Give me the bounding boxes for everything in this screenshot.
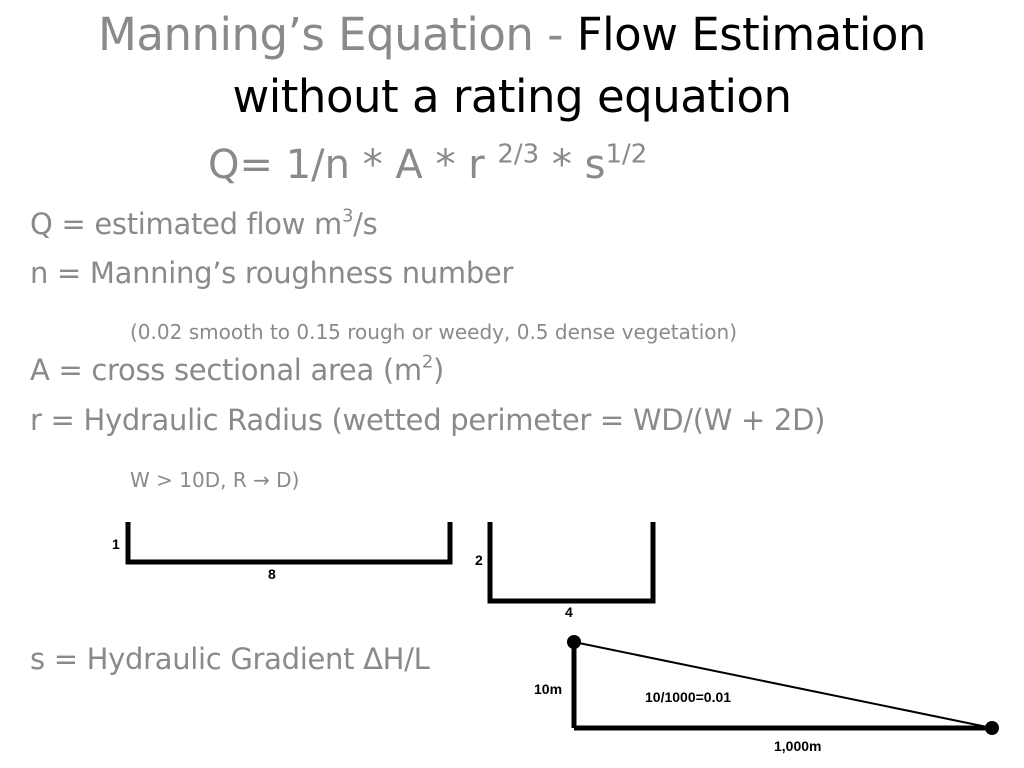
definition-q-text: Q = estimated flow m — [30, 207, 342, 241]
channel-wide-depth-label: 1 — [112, 536, 120, 552]
formula-main: Q= 1/n * A * r — [208, 142, 498, 188]
channel-wide-diagram: 1 8 — [112, 522, 453, 582]
gradient-triangle-diagram: 10m 10/1000=0.01 1,000m — [534, 635, 999, 754]
definition-a-sup: 2 — [421, 351, 433, 373]
formula-mid: * s — [539, 142, 606, 188]
gradient-end-point — [985, 721, 999, 735]
definition-a-close: ) — [432, 353, 444, 387]
gradient-slope-side — [573, 641, 993, 729]
formula-exponent-s: 1/2 — [605, 139, 648, 170]
manning-formula: Q= 1/n * A * r 2/3 * s1/2 — [208, 139, 648, 188]
channel-narrow-diagram: 2 4 — [475, 522, 656, 620]
title-part-gray: Manning’s Equation - — [98, 8, 577, 61]
gradient-slope-label: 10/1000=0.01 — [645, 689, 731, 705]
formula-exponent-r: 2/3 — [497, 139, 540, 170]
title-line-2: without a rating equation — [232, 70, 792, 123]
definition-q-unit: /s — [353, 207, 378, 241]
channel-wide-outline — [125, 522, 453, 565]
definition-n-note: (0.02 smooth to 0.15 rough or weedy, 0.5… — [130, 320, 737, 344]
channel-wide-width-label: 8 — [268, 566, 276, 582]
definition-a-text: A = cross sectional area (m — [30, 353, 422, 387]
channel-narrow-outline — [487, 522, 656, 604]
definition-r: r = Hydraulic Radius (wetted perimeter =… — [30, 403, 826, 437]
channel-narrow-depth-label: 2 — [475, 552, 483, 568]
channel-narrow-width-label: 4 — [565, 604, 573, 620]
definition-s: s = Hydraulic Gradient ΔH/L — [30, 642, 430, 676]
definition-r-note: W > 10D, R → D) — [130, 468, 300, 492]
definition-q: Q = estimated flow m3/s — [30, 205, 378, 241]
gradient-length-label: 1,000m — [774, 738, 821, 754]
definition-q-sup: 3 — [342, 205, 354, 227]
gradient-height-label: 10m — [534, 681, 562, 697]
definition-n: n = Manning’s roughness number — [30, 256, 514, 290]
title-part-black: Flow Estimation — [576, 8, 927, 61]
slide-title: Manning’s Equation - Flow Estimation wit… — [0, 4, 1024, 128]
definition-a: A = cross sectional area (m2) — [30, 353, 444, 387]
gradient-top-point — [567, 635, 581, 649]
